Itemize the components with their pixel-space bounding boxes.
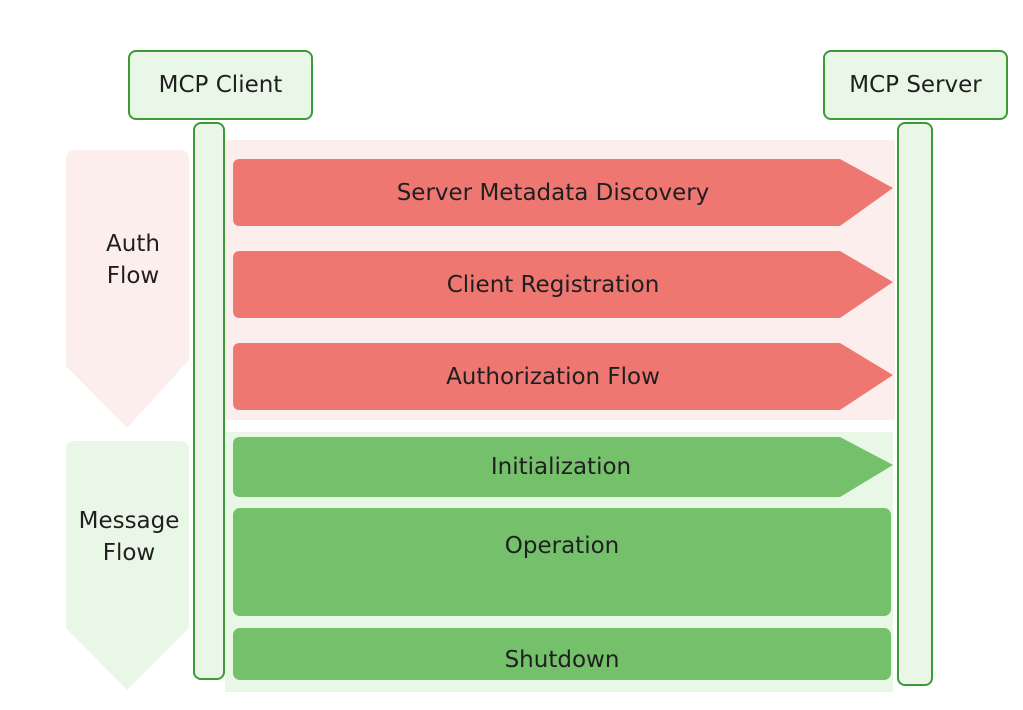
initialization-label: Initialization <box>490 454 632 480</box>
mcp-client-header: MCP Client <box>128 50 313 120</box>
authorization-flow-arrow <box>233 343 893 410</box>
operation-label: Operation <box>504 533 620 559</box>
auth-flow-label: Auth Flow <box>106 231 160 290</box>
auth-flow-phase-arrow <box>66 150 189 428</box>
client-registration-label: Client Registration <box>446 271 660 298</box>
mcp-server-header: MCP Server <box>823 50 1008 120</box>
client-registration-arrow <box>233 251 893 318</box>
server-lifeline <box>897 122 933 686</box>
client-lifeline <box>193 122 225 680</box>
shutdown-box <box>233 628 891 680</box>
operation-box <box>233 508 891 616</box>
message-flow-label: Message Flow <box>78 508 180 567</box>
shutdown-label: Shutdown <box>504 647 620 673</box>
message-flow-phase-arrow <box>66 441 189 690</box>
mcp-server-label: MCP Server <box>849 72 982 98</box>
initialization-arrow <box>233 437 893 497</box>
authorization-flow-label: Authorization Flow <box>446 363 660 390</box>
server-metadata-discovery-label: Server Metadata Discovery <box>396 179 710 206</box>
mcp-client-label: MCP Client <box>158 72 283 98</box>
server-metadata-discovery-arrow <box>233 159 893 226</box>
